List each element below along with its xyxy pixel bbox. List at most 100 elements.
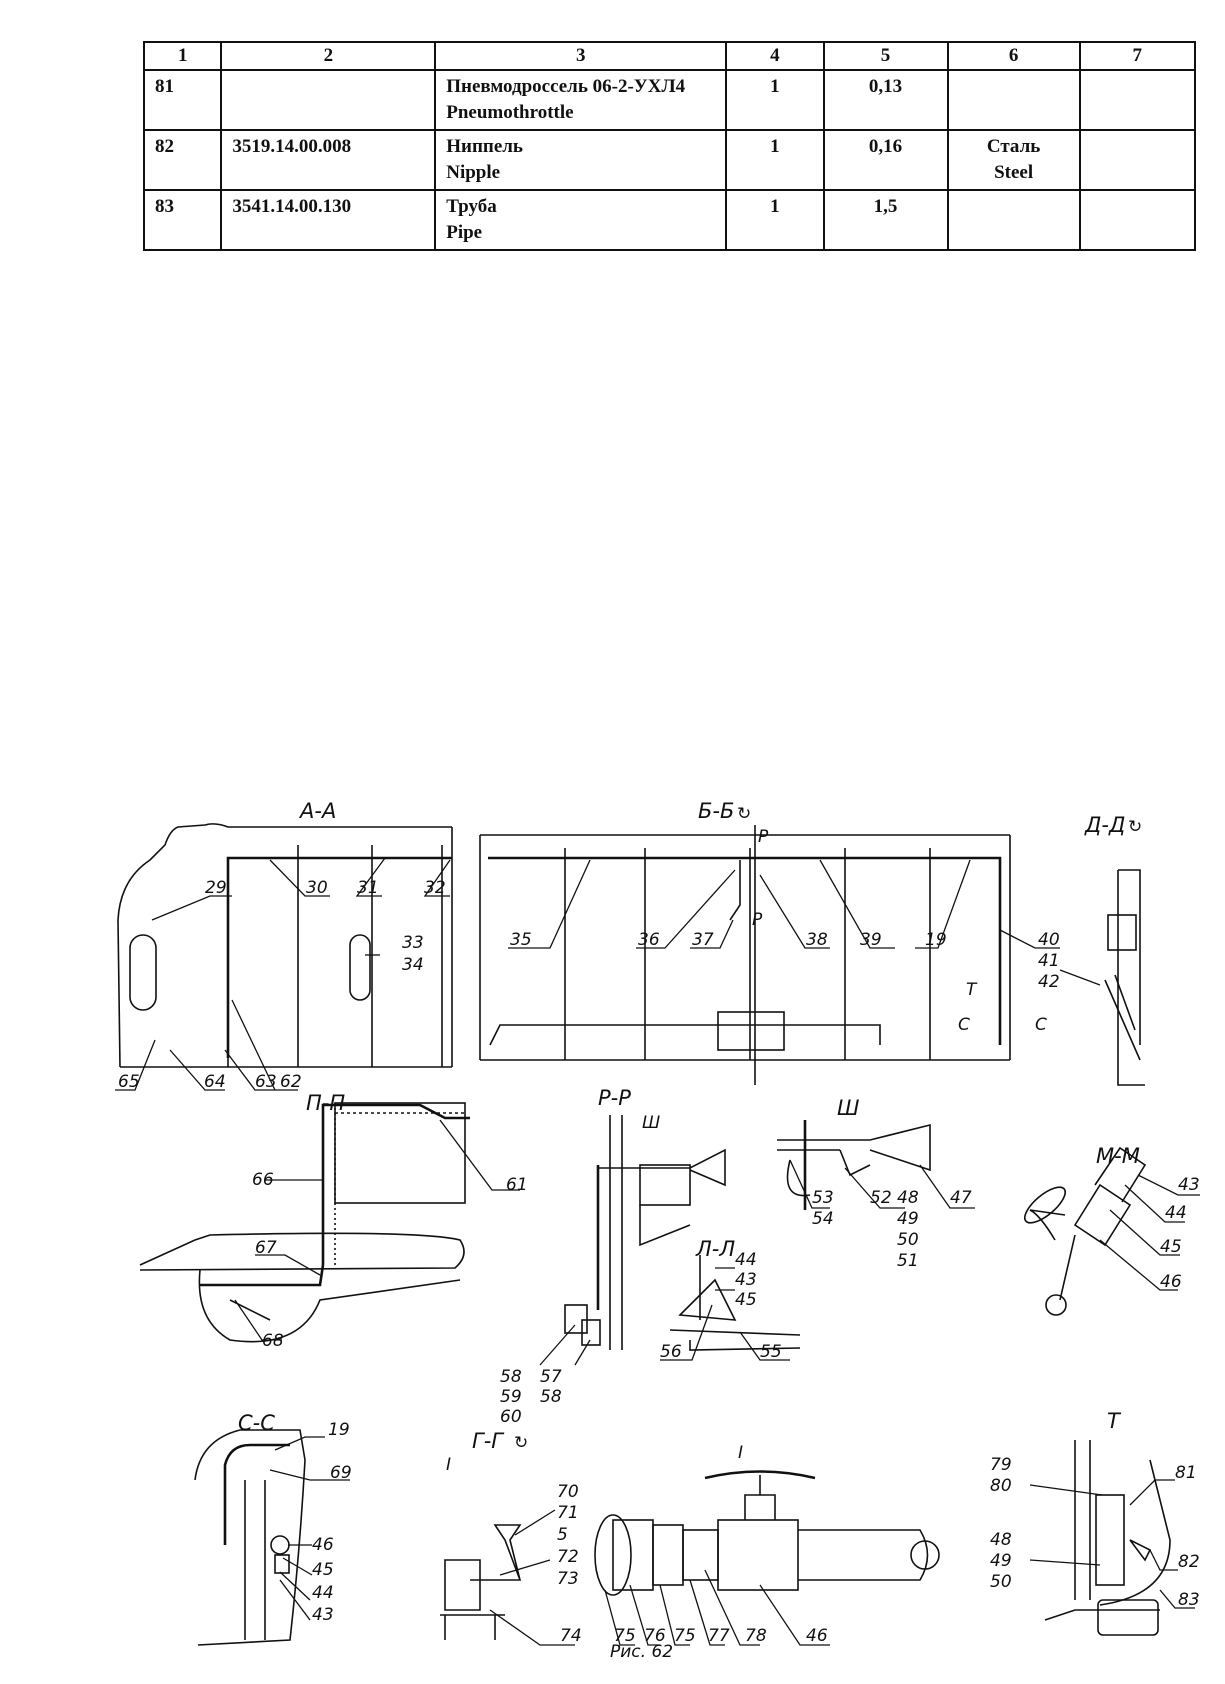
callout-number: 80: [990, 1476, 1012, 1496]
rotate-icon: ↻: [737, 804, 751, 824]
section-gg: [440, 1524, 522, 1640]
callout-number: 46: [806, 1626, 828, 1646]
table-row: 81 Пневмодроссель 06-2-УХЛ4 Pneumothrott…: [142, 69, 1197, 131]
column-header: 6: [946, 41, 1081, 71]
callout-number: 43: [312, 1605, 334, 1625]
position-cell: 83: [142, 189, 223, 251]
table-header-row: 1 2 3 4 5 6 7: [142, 41, 1197, 71]
quantity-cell: 1: [725, 189, 825, 251]
callout-number: 56: [660, 1342, 682, 1362]
view-title: Ш: [837, 1096, 859, 1120]
view-title: С-С: [238, 1411, 275, 1435]
callout-number: 76: [644, 1626, 666, 1646]
name-cell: Труба Pipe: [434, 189, 728, 251]
section-mm: [1023, 1146, 1147, 1316]
callout-number: 30: [306, 878, 328, 898]
name-en: Pipe: [446, 222, 483, 243]
callout-number: 40: [1038, 930, 1060, 950]
callout-number: 57: [540, 1367, 562, 1387]
column-header: 1: [142, 41, 223, 71]
view-title: Г-Г: [472, 1429, 505, 1453]
name-cell: Пневмодроссель 06-2-УХЛ4 Pneumothrottle: [434, 69, 728, 131]
section-mark: С: [1035, 1015, 1047, 1035]
callout-number: 83: [1178, 1590, 1200, 1610]
view-title: М-М: [1096, 1144, 1140, 1168]
callout-number: 79: [990, 1455, 1012, 1475]
name-ru: Пневмодроссель 06-2-УХЛ4: [446, 76, 686, 97]
leader-lines: [115, 857, 1200, 1646]
callout-number: 53: [812, 1188, 834, 1208]
material-cell: Сталь Steel: [946, 129, 1081, 191]
callout-number: 31: [357, 878, 379, 898]
view-title: Т: [1107, 1409, 1122, 1433]
name-ru: Труба: [446, 196, 497, 217]
callout-number: 44: [1165, 1203, 1187, 1223]
table-row: 82 3519.14.00.008 Ниппель Nipple 1 0,16 …: [142, 129, 1197, 191]
designation-cell: [220, 69, 437, 131]
callout-number: 47: [950, 1188, 972, 1208]
callout-number: 77: [708, 1626, 730, 1646]
section-mark: С: [958, 1015, 970, 1035]
callout-number: 74: [560, 1626, 582, 1646]
callout-number: 75: [674, 1626, 696, 1646]
callout-number: 33: [402, 933, 424, 953]
column-header: 7: [1078, 41, 1197, 71]
callout-number: 51: [897, 1251, 919, 1271]
callout-number: 55: [760, 1342, 782, 1362]
designation-cell: 3519.14.00.008: [220, 129, 437, 191]
callout-number: 59: [500, 1387, 522, 1407]
callout-number: 63: [255, 1072, 277, 1092]
valve-detail: [594, 1470, 940, 1596]
callout-number: 69: [330, 1463, 352, 1483]
table-row: 83 3541.14.00.130 Труба Pipe 1 1,5: [142, 189, 1197, 251]
callout-number: 50: [990, 1572, 1012, 1592]
callout-number: 66: [252, 1170, 274, 1190]
callout-number: 5: [557, 1525, 568, 1545]
callout-number: 42: [1038, 972, 1060, 992]
callout-number: 52: [870, 1188, 892, 1208]
section-mark: I: [738, 1443, 743, 1463]
section-mark: I: [446, 1455, 451, 1475]
callout-number: 48: [897, 1188, 919, 1208]
callout-number: 29: [205, 878, 227, 898]
callout-number: 72: [557, 1547, 579, 1567]
column-header: 4: [725, 41, 825, 71]
parts-table: 1 2 3 4 5 6 7 81 Пневмодроссель 06-2-УХЛ…: [142, 41, 1197, 251]
mass-cell: 0,13: [822, 69, 949, 131]
name-cell: Ниппель Nipple: [434, 129, 728, 191]
callout-number: 67: [255, 1238, 277, 1258]
section-mark: Ш: [642, 1113, 660, 1133]
quantity-cell: 1: [725, 69, 825, 131]
callout-number: 54: [812, 1209, 834, 1229]
callout-number: 78: [745, 1626, 767, 1646]
view-title: Д-Д: [1084, 813, 1125, 837]
callout-number: 48: [990, 1530, 1012, 1550]
callout-number: 46: [312, 1535, 334, 1555]
callout-number: 81: [1175, 1463, 1197, 1483]
callout-number: 44: [312, 1583, 334, 1603]
callout-number: 34: [402, 955, 424, 975]
material-cell: [946, 69, 1081, 131]
view-title: Р-Р: [598, 1086, 631, 1110]
view-title: Л-Л: [695, 1237, 735, 1261]
position-cell: 82: [142, 129, 223, 191]
callout-number: 43: [1178, 1175, 1200, 1195]
callout-number: 64: [204, 1072, 226, 1092]
mass-cell: 1,5: [822, 189, 949, 251]
section-dd: [1104, 869, 1145, 1086]
callout-number: 60: [500, 1407, 522, 1427]
callout-number: 49: [897, 1209, 919, 1229]
callout-number: 45: [735, 1290, 757, 1310]
callout-number: 49: [990, 1551, 1012, 1571]
callout-number: 50: [897, 1230, 919, 1250]
column-header: 3: [434, 41, 728, 71]
quantity-cell: 1: [725, 129, 825, 191]
callout-number: 75: [614, 1626, 636, 1646]
material-ru: Сталь: [986, 136, 1041, 157]
section-t: [1044, 1440, 1171, 1636]
callout-number: 65: [118, 1072, 140, 1092]
callout-number: 62: [280, 1072, 302, 1092]
section-mark: Р: [758, 827, 769, 847]
name-en: Pneumothrottle: [446, 102, 574, 123]
